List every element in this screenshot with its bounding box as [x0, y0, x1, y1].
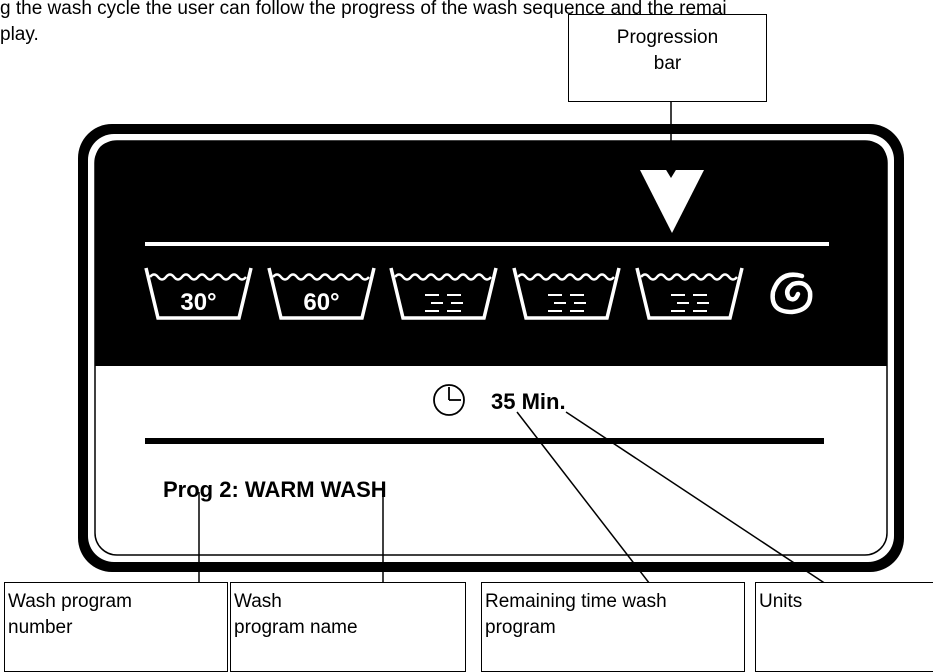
rinse-2-icon — [512, 267, 621, 320]
down-arrow-icon — [640, 170, 704, 233]
callout-wash-program-name: Wash program name — [230, 582, 466, 672]
rinse-1-icon — [389, 267, 498, 320]
wash-icons-row: 30° 60° — [144, 267, 744, 320]
wash-30-icon: 30° — [144, 267, 253, 320]
remaining-time-text: 35 Min. — [491, 389, 566, 414]
rinse-3-icon — [635, 267, 744, 320]
progression-line — [145, 242, 829, 246]
display-black-area — [95, 141, 887, 366]
clock-icon — [433, 384, 465, 416]
wash-30-label: 30° — [180, 289, 216, 316]
callout-wash-program-number: Wash program number — [4, 582, 228, 672]
callout-progression-bar: Progression bar — [568, 14, 767, 102]
wash-60-icon: 60° — [267, 267, 376, 320]
wash-60-label: 60° — [303, 289, 339, 316]
leader-progression-arrowhead — [660, 160, 682, 178]
leader-lines — [198, 102, 833, 589]
callout-remaining-time: Remaining time wash program — [481, 582, 745, 672]
spin-icon — [770, 272, 813, 315]
leader-remaining-time — [516, 411, 654, 589]
display-separator-line — [145, 438, 824, 444]
leader-units — [565, 411, 833, 589]
program-line-text: Prog 2: WARM WASH — [163, 477, 387, 502]
callout-units: Units — [755, 582, 933, 672]
